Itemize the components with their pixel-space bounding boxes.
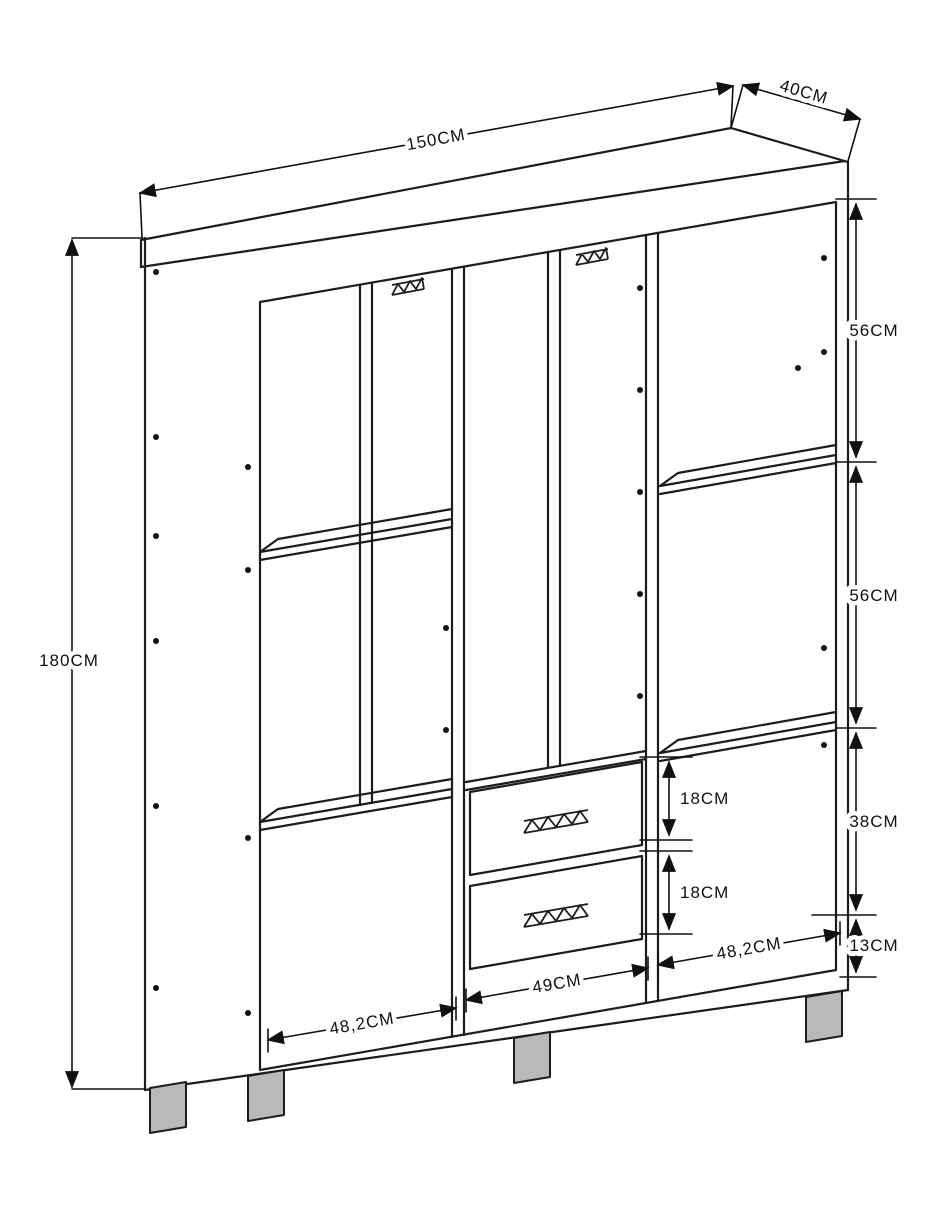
dimension-labels: 180CM 150CM 40CM 56CM 56CM 38CM 13CM 18C…: [35, 71, 903, 1043]
dim-drawer-bottom-label: 18CM: [680, 883, 729, 902]
divider-left-column: [358, 281, 374, 807]
dim-bottom-center-label: 49CM: [531, 970, 583, 997]
shelf-right-upper: [658, 443, 838, 496]
leg-inner-left: [247, 1069, 285, 1122]
partition-left: [450, 265, 466, 1039]
bottom-left-dim-line: [266, 1003, 458, 1045]
shelf-left-low: [258, 777, 454, 832]
hanging-rod-bracket-left: [391, 277, 425, 296]
dim-right-base-label: 13CM: [849, 936, 898, 955]
dim-right-top-label: 56CM: [849, 321, 898, 340]
depth-dim-line: [741, 82, 862, 122]
width-dim-line: [138, 81, 735, 198]
cabinet-structure: [139, 126, 850, 1092]
shelf-right-mid: [658, 710, 838, 763]
leg-front-right: [805, 990, 843, 1043]
drawer-1-handle: [523, 809, 589, 834]
dim-height-label: 180CM: [39, 651, 99, 670]
dim-bottom-left-label: 48,2CM: [328, 1009, 396, 1039]
dim-right-lower-label: 38CM: [849, 812, 898, 831]
shelf-pin-holes: [153, 255, 827, 1016]
dim-bottom-right-label: 48,2CM: [715, 934, 783, 964]
drawer-2: [468, 854, 644, 971]
cabinet-floor-edge: [258, 968, 838, 1072]
drawer-top-rail: [464, 749, 648, 792]
width-extension-lines: [139, 85, 734, 238]
dim-width-label: 150CM: [405, 125, 467, 154]
bottom-center-dim-line: [464, 963, 650, 1005]
leg-center: [513, 1031, 551, 1084]
drawer-dim-ticks: [639, 756, 693, 935]
dimension-lines: [64, 81, 877, 1090]
drawer-1: [468, 760, 644, 877]
cabinet-top-panel: [139, 126, 850, 269]
hanging-rod-bracket-right: [575, 247, 609, 266]
divider-center-column: [546, 248, 562, 769]
partition-right: [644, 231, 660, 1005]
legs: [149, 990, 843, 1134]
right-dim-ticks: [811, 198, 877, 978]
dim-right-mid-label: 56CM: [849, 586, 898, 605]
bottom-right-dim-line: [656, 928, 842, 970]
dim-drawer-top-label: 18CM: [680, 789, 729, 808]
height-extension-lines: [71, 237, 145, 1090]
drawer-2-handle: [523, 903, 589, 928]
cabinet-details: [391, 247, 609, 928]
shelf-left-mid: [258, 507, 454, 562]
leg-front-left: [149, 1081, 187, 1134]
